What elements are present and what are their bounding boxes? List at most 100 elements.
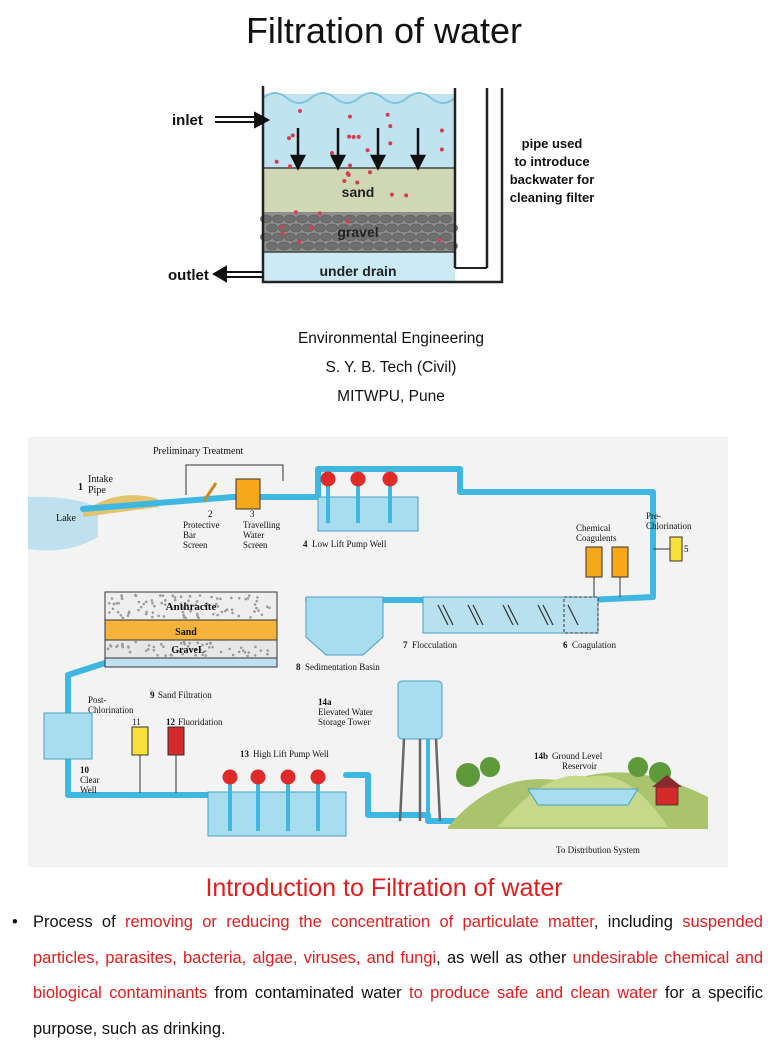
coagulation-number: 6	[563, 640, 568, 650]
gravel-stone	[272, 214, 284, 224]
bar-screen-number: 2	[208, 509, 213, 519]
media-grain	[178, 650, 182, 653]
media-grain	[145, 610, 148, 614]
tower-number: 14a	[318, 697, 332, 707]
media-grain	[201, 653, 204, 657]
gravel-stone	[302, 241, 314, 251]
post-chlorination-label: Chlorination	[88, 705, 134, 715]
gravel-stone	[332, 232, 344, 242]
media-grain	[257, 609, 260, 612]
media-grain	[184, 616, 187, 620]
under-drain-label: under drain	[319, 263, 396, 279]
gravel-stone	[326, 241, 338, 251]
particle-dot	[330, 151, 335, 156]
media-grain	[108, 644, 112, 647]
filter-drain	[104, 657, 278, 668]
outlet-arrow	[212, 265, 263, 283]
media-grain	[189, 648, 192, 651]
media-grain	[208, 641, 212, 645]
media-grain	[231, 611, 234, 615]
media-grain	[197, 616, 200, 620]
intake-label: Pipe	[88, 485, 106, 496]
media-grain	[219, 650, 223, 654]
flocculation-tank	[422, 596, 599, 634]
media-grain	[150, 615, 154, 619]
media-grain	[186, 645, 190, 648]
sedimentation-label: Sedimentation Basin	[305, 662, 380, 672]
intro-text-segment: Process of	[33, 913, 126, 931]
media-grain	[194, 653, 197, 657]
clear-well-number: 10	[80, 765, 90, 775]
media-grain	[144, 649, 148, 653]
media-grain	[256, 596, 259, 599]
bar-screen	[202, 482, 218, 502]
media-grain	[230, 608, 234, 612]
media-grain	[237, 650, 241, 654]
media-grain	[147, 644, 151, 647]
intro-text-segment: from contaminated water	[207, 984, 409, 1002]
media-grain	[216, 605, 220, 608]
gravel-stone	[266, 241, 278, 251]
media-grain	[169, 653, 173, 657]
media-grain	[156, 653, 159, 657]
gravel-stone	[380, 214, 392, 224]
clear-well-label: Well	[80, 785, 97, 795]
subtitle-line: Environmental Engineering	[297, 330, 485, 347]
media-grain	[179, 641, 183, 645]
media-grain	[182, 606, 186, 610]
particle-dot	[388, 141, 393, 146]
media-grain	[163, 599, 167, 602]
fluoridation-number: 12	[166, 717, 176, 727]
intro-highlight-segment: suspended particles, parasites, bacteria…	[33, 913, 763, 967]
media-grain	[121, 645, 125, 649]
media-grain	[194, 603, 197, 606]
media-grain	[181, 610, 185, 614]
media-grain	[179, 602, 183, 605]
media-grain	[181, 652, 184, 656]
media-grain	[249, 615, 252, 619]
media-grain	[246, 654, 250, 658]
media-grain	[186, 603, 189, 606]
media-grain	[244, 597, 248, 601]
intro-text-segment: , as well as other	[436, 948, 573, 967]
media-grain	[120, 597, 124, 601]
particle-dot	[351, 135, 356, 140]
media-grain	[246, 597, 250, 600]
preliminary-label: Preliminary Treatment	[153, 446, 243, 457]
gravel-stone	[434, 223, 446, 233]
intro-highlight-segment: undesirable chemical and biological cont…	[33, 948, 764, 1003]
gravel-stone	[392, 214, 404, 224]
sand-label: sand	[342, 184, 375, 200]
tower-legs	[398, 738, 442, 822]
media-grain	[195, 600, 199, 603]
particle-dot	[367, 170, 372, 175]
sedimentation-basin	[305, 596, 384, 656]
gravel-stone	[368, 232, 380, 242]
particle-dot	[347, 134, 352, 139]
media-grain	[204, 604, 207, 608]
coagulation-chamber	[563, 596, 599, 634]
media-grain	[225, 608, 229, 612]
post-chlorination-label: Post-	[88, 695, 107, 705]
media-grain	[210, 595, 213, 599]
media-grain	[116, 644, 119, 647]
media-grain	[173, 598, 177, 602]
media-grain	[162, 615, 166, 618]
anthracite-label: Anthracite	[166, 601, 217, 613]
gravel-stone	[434, 241, 446, 251]
page-title: Filtration of water	[245, 10, 523, 51]
media-grain	[198, 594, 202, 597]
media-grain	[144, 600, 148, 604]
subtitle-line: MITWPU, Pune	[337, 388, 445, 405]
gravel-stone	[308, 214, 320, 224]
gravel-stone	[296, 214, 308, 224]
media-grain	[182, 613, 186, 617]
gravel-stone	[380, 232, 392, 242]
elevated-tower-tank	[397, 680, 443, 740]
media-grain	[179, 595, 183, 599]
particle-dot	[436, 237, 441, 242]
gravel-stone	[320, 232, 332, 242]
pre-chlorination-label: Chlorination	[646, 521, 692, 531]
intake-label: Intake	[88, 474, 114, 485]
media-grain	[151, 601, 154, 605]
